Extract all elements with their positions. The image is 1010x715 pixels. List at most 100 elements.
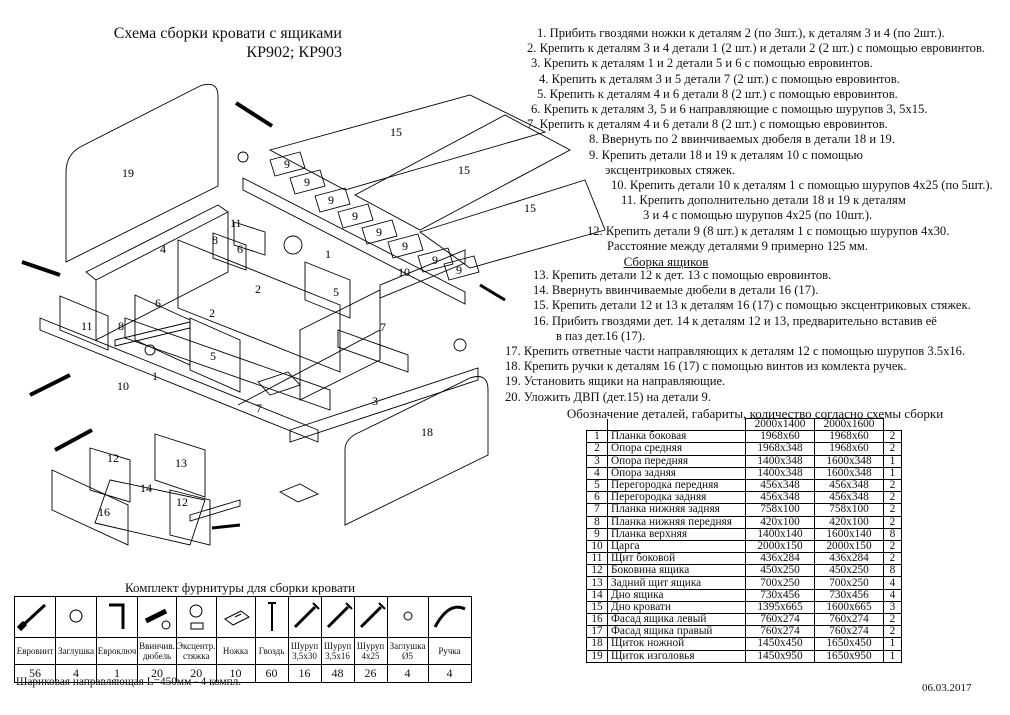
hardware-item-qty: 56	[14, 664, 56, 683]
page-title: Схема сборки кровати с ящиками КР902; КР…	[92, 24, 342, 62]
part-number: 15	[586, 600, 608, 615]
part-number: 3	[586, 454, 608, 468]
size-1400: 1395х665	[745, 600, 815, 615]
hardware-item-qty: 16	[287, 664, 322, 683]
instruction-8: 8. Ввернуть по 2 ввинчиваемых дюбеля в д…	[589, 132, 895, 147]
hardware-item-name: Евроключ	[96, 637, 138, 665]
label-9e: 9	[376, 225, 382, 239]
part-qty: 2	[883, 442, 902, 456]
label-9f: 9	[402, 239, 408, 253]
hardware-caption: Комплект фурнитуры для сборки кровати	[124, 580, 356, 595]
title-line-2: КР902; КР903	[246, 44, 342, 61]
size-1400: 450х250	[745, 564, 815, 578]
part-name: Щит боковой	[607, 552, 746, 566]
size-1400: 730х456	[745, 588, 815, 602]
hardware-item-name: Евровинт	[14, 637, 56, 665]
part-name: Опора средняя	[607, 442, 746, 456]
size-1600: 456х348	[814, 478, 884, 493]
part-number: 4	[586, 466, 608, 480]
cap-icon	[55, 596, 97, 638]
size-1600: 1650х450	[814, 637, 884, 651]
label-7a: 7	[380, 320, 386, 334]
hardware-item-name: Заглушка Ø5	[386, 637, 429, 665]
size-1600: 420х100	[814, 515, 884, 529]
size-1400: 1450х950	[745, 649, 815, 663]
assembly-instructions: 1. Прибить гвоздями ножки к деталям 2 (п…	[515, 26, 1005, 254]
part-qty: 1	[883, 454, 902, 468]
instruction-2: 2. Крепить к деталям 3 и 4 детали 1 (2 ш…	[527, 41, 986, 56]
label-19: 19	[122, 166, 134, 180]
hardware-item-qty: 48	[320, 664, 355, 683]
label-15b: 15	[458, 163, 470, 177]
size-1400: 1968х348	[745, 442, 815, 456]
size-header-1400: 2000х1400	[745, 417, 815, 432]
part-name: Боковина ящика	[607, 564, 746, 578]
part-qty: 2	[883, 491, 902, 505]
part-name: Задний щит ящика	[607, 576, 746, 590]
screw-icon	[353, 596, 388, 638]
size-1600: 456х348	[814, 491, 884, 505]
part-number: 9	[586, 527, 608, 541]
part-name: Планка боковая	[607, 430, 746, 444]
size-1400: 1400х348	[745, 466, 815, 480]
handle-icon	[427, 596, 472, 638]
hardware-item-name: Заглушка	[55, 637, 97, 665]
part-name: Планка верхняя	[607, 527, 746, 541]
size-1600: 1968х60	[814, 430, 884, 444]
size-1600: 2000х150	[814, 539, 884, 554]
parts-header-row: 2000х1400 2000х1600	[586, 417, 902, 432]
title-line-1: Схема сборки кровати с ящиками	[113, 25, 342, 42]
size-1600: 1968х60	[814, 442, 884, 456]
part-qty: 2	[883, 478, 902, 493]
size-1400: 456х348	[745, 491, 815, 505]
parts-table-caption: Обозначение деталей, габариты, количеств…	[566, 406, 944, 421]
hardware-item-name: Ввинчив. дюбель	[137, 637, 177, 665]
instruction-13: 13. Крепить детали 12 к дет. 13 с помощь…	[533, 268, 832, 282]
instruction-12: 12. Крепить детали 9 (8 шт.) к деталям 1…	[587, 223, 950, 238]
instruction-16-cont: в паз дет.16 (17).	[556, 328, 646, 343]
rail-shape	[39, 317, 319, 443]
size-1600: 436х284	[814, 552, 884, 566]
size-1400: 1968х60	[745, 430, 815, 444]
label-12b: 12	[176, 495, 188, 509]
label-9b: 9	[304, 175, 310, 189]
label-1a: 1	[325, 247, 331, 261]
part-name: Перегородка передняя	[607, 478, 746, 493]
part-qty: 3	[883, 600, 902, 615]
instruction-19: 19. Установить ящики на направляющие.	[505, 374, 726, 389]
instruction-20: 20. Уложить ДВП (дет.15) на детали 9.	[505, 389, 712, 404]
part-number: 5	[586, 478, 608, 493]
instruction-16: 16. Прибить гвоздями дет. 14 к деталям 1…	[533, 313, 937, 328]
hardware-item-qty: 4	[55, 664, 97, 683]
part-name: Опора передняя	[607, 454, 746, 468]
instruction-15: 15. Крепить детали 12 и 13 к деталям 16 …	[533, 298, 971, 313]
label-8b: 8	[118, 319, 124, 333]
label-5b: 5	[210, 349, 216, 363]
hardware-item-name: Ручка	[427, 637, 472, 665]
screw-icon	[320, 596, 355, 638]
size-1600: 730х456	[814, 588, 884, 602]
label-4: 4	[160, 242, 166, 256]
part-number: 17	[586, 625, 608, 639]
size-1400: 456х348	[745, 478, 815, 493]
label-11b: 11	[81, 319, 93, 333]
size-1400: 1400х348	[745, 454, 815, 468]
label-6a: 6	[237, 242, 243, 256]
label-13: 13	[175, 456, 187, 470]
instruction-5: 5. Крепить к деталям 4 и 6 детали 8 (2 ш…	[537, 86, 898, 101]
part-name: Перегородка задняя	[607, 491, 746, 505]
label-14: 14	[140, 481, 152, 495]
hardware-item-qty: 20	[176, 664, 217, 683]
part-qty: 8	[883, 564, 902, 578]
hardware-item-name: Шуруп 3,5х30	[287, 637, 322, 665]
instruction-9: 9. Крепить детали 18 и 19 к деталям 10 с…	[589, 147, 863, 162]
label-9g: 9	[432, 253, 438, 267]
size-1600: 758х100	[814, 503, 884, 517]
